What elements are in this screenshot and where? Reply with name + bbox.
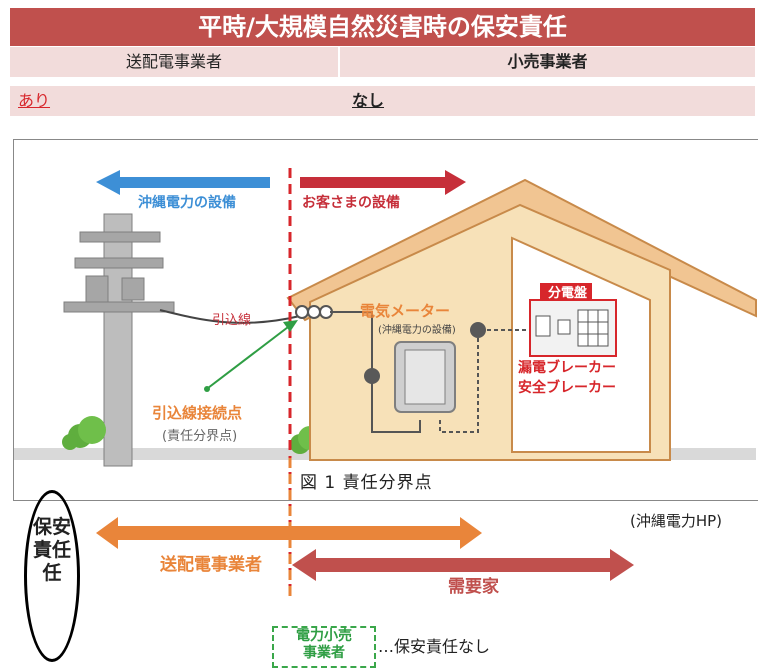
- meter-label: 電気メーター: [360, 302, 450, 320]
- panel-label-bg: [540, 283, 592, 301]
- service-line: [159, 309, 301, 324]
- header-col-retailer: 小売事業者: [340, 46, 755, 77]
- okiden-arrow: [96, 170, 270, 195]
- figure-caption: 図 1 責任分界点: [300, 473, 433, 493]
- source-note: (沖縄電力HP): [630, 512, 723, 530]
- value-retailer: なし: [352, 91, 385, 110]
- retailer-box: 電力小売 事業者: [272, 626, 376, 668]
- bush-left-icon: [62, 416, 106, 450]
- value-tdso: あり: [18, 91, 51, 110]
- junction-icon: [364, 368, 380, 384]
- customer-arrow: [300, 170, 466, 195]
- distribution-panel-icon: [529, 299, 617, 357]
- electric-meter-icon: [394, 341, 456, 413]
- utility-pole-icon: [63, 213, 175, 467]
- page-title: 平時/大規模自然災害時の保安責任: [10, 8, 755, 46]
- breaker-label-1: 漏電ブレーカー: [518, 359, 616, 376]
- responsibility-side-label: 保安 責任 任: [32, 516, 71, 584]
- boundary-point-label: (責任分界点): [162, 429, 237, 444]
- service-line-label: 引込線: [212, 312, 251, 328]
- panel-label: 分電盤: [548, 285, 588, 301]
- insulator-icon: [295, 305, 333, 319]
- consumer-responsibility-arrow: [292, 549, 634, 581]
- customer-equipment-label: お客さまの設備: [302, 194, 400, 211]
- house-icon: [286, 178, 757, 461]
- junction-icon: [470, 322, 486, 338]
- tdso-responsibility-arrow: [96, 517, 482, 549]
- responsibility-oval: [24, 490, 80, 662]
- connection-point-label: 引込線接続点: [152, 404, 242, 422]
- retailer-note: …保安責任なし: [378, 637, 491, 656]
- value-row: [10, 86, 755, 116]
- header-col-tdso: 送配電事業者: [10, 46, 338, 77]
- connection-arrow: [207, 323, 293, 389]
- tdso-label: 送配電事業者: [160, 554, 262, 575]
- okiden-equipment-label: 沖縄電力の設備: [138, 194, 236, 211]
- breaker-label-2: 安全ブレーカー: [518, 379, 616, 396]
- consumer-label: 需要家: [448, 576, 499, 597]
- meter-note: (沖縄電力の設備): [378, 323, 456, 336]
